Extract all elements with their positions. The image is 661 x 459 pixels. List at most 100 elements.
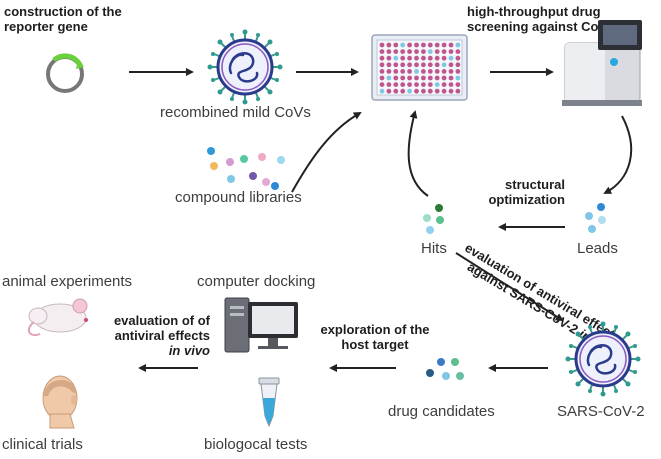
plate-well bbox=[379, 75, 385, 81]
plate-well bbox=[414, 69, 419, 74]
plate-well bbox=[414, 55, 419, 61]
plate-well bbox=[427, 88, 433, 94]
plate-well bbox=[434, 82, 440, 87]
plate-well bbox=[400, 82, 406, 87]
plate-well bbox=[407, 75, 412, 81]
plate-well bbox=[386, 62, 392, 68]
hits-label: Hits bbox=[421, 240, 447, 257]
plate-well bbox=[407, 69, 412, 74]
plate-well bbox=[448, 62, 454, 68]
plate-well bbox=[379, 82, 385, 87]
plate-well bbox=[434, 69, 440, 74]
hts-screening-title: high-throughput drug screening against C… bbox=[467, 4, 608, 34]
plate-well bbox=[427, 69, 433, 74]
plate-well bbox=[448, 82, 454, 87]
plate-well bbox=[421, 75, 426, 81]
plate-well bbox=[448, 75, 454, 81]
plate-well bbox=[407, 42, 412, 48]
plate-well bbox=[441, 88, 447, 94]
plate-well bbox=[455, 42, 461, 48]
arrow-compounds-to-plate bbox=[291, 112, 362, 193]
biological-tests-label: biologocal tests bbox=[204, 436, 308, 453]
plate-well bbox=[441, 49, 447, 54]
plate-well bbox=[427, 75, 433, 81]
plate-well bbox=[393, 49, 399, 54]
plate-well bbox=[393, 88, 399, 94]
plate-well bbox=[414, 42, 419, 48]
molecule-dots-icon bbox=[207, 147, 285, 190]
plate-well bbox=[421, 55, 426, 61]
plate-well bbox=[448, 69, 454, 74]
plate-well bbox=[434, 49, 440, 54]
virus-icon bbox=[206, 28, 284, 106]
plate-well bbox=[407, 55, 412, 61]
arrow-hits-to-plate bbox=[407, 110, 429, 197]
sars-cov2-label: SARS-CoV-2 bbox=[557, 403, 645, 420]
plate-well bbox=[400, 49, 406, 54]
plate-well bbox=[441, 42, 447, 48]
plate-well bbox=[421, 42, 426, 48]
plate-well bbox=[393, 62, 399, 68]
drug-candidates-icon bbox=[426, 358, 464, 380]
plate-well bbox=[441, 62, 447, 68]
arrow-machine-to-leads bbox=[603, 115, 632, 194]
plate-well bbox=[455, 88, 461, 94]
plate-well bbox=[407, 62, 412, 68]
computer-icon bbox=[224, 297, 298, 353]
plate-well bbox=[386, 55, 392, 61]
plate-well bbox=[434, 55, 440, 61]
plate-well bbox=[434, 88, 440, 94]
plate-well bbox=[386, 69, 392, 74]
host-target-label: exploration of the host target bbox=[320, 322, 430, 352]
plate-well bbox=[455, 82, 461, 87]
leads-label: Leads bbox=[577, 240, 618, 257]
plate-well bbox=[393, 55, 399, 61]
plate-well bbox=[414, 49, 419, 54]
screening-machine-icon bbox=[562, 20, 642, 106]
plate-well bbox=[448, 49, 454, 54]
plate-well bbox=[386, 88, 392, 94]
plate-well bbox=[386, 49, 392, 54]
eval-in-vivo-text: evaluation of of antiviral effects bbox=[113, 313, 210, 343]
plate-well bbox=[407, 82, 412, 87]
plate-well bbox=[386, 82, 392, 87]
plate-well bbox=[379, 42, 385, 48]
plate-well bbox=[407, 88, 412, 94]
human-head-icon bbox=[42, 375, 78, 429]
plate-well bbox=[379, 49, 385, 54]
well-plate-icon bbox=[371, 34, 468, 101]
in-vivo-italic: in vivo bbox=[168, 343, 210, 358]
plate-well bbox=[421, 62, 426, 68]
plate-well bbox=[455, 62, 461, 68]
plate-well bbox=[448, 88, 454, 94]
plate-well bbox=[441, 82, 447, 87]
reporter-gene-title: construction of the reporter gene bbox=[4, 4, 122, 34]
plate-well bbox=[455, 49, 461, 54]
plate-well bbox=[393, 69, 399, 74]
plasmid-icon bbox=[46, 53, 84, 93]
plate-well bbox=[434, 75, 440, 81]
plate-well bbox=[386, 42, 392, 48]
plate-well bbox=[421, 88, 426, 94]
plate-well bbox=[441, 55, 447, 61]
arrow-hits-to-sars bbox=[455, 252, 564, 322]
plate-well bbox=[400, 62, 406, 68]
plate-well bbox=[441, 69, 447, 74]
plate-well bbox=[379, 55, 385, 61]
plate-well bbox=[427, 55, 433, 61]
animal-experiments-label: animal experiments bbox=[2, 273, 133, 290]
plate-well bbox=[448, 42, 454, 48]
plate-well bbox=[427, 82, 433, 87]
plate-well bbox=[421, 82, 426, 87]
plate-well bbox=[393, 75, 399, 81]
plate-well bbox=[393, 82, 399, 87]
structural-optimization-label: structural optimization bbox=[488, 177, 565, 207]
eval-in-vivo-label: evaluation of of antiviral effects in vi… bbox=[96, 313, 210, 358]
plate-well bbox=[448, 55, 454, 61]
recombined-covs-label: recombined mild CoVs bbox=[160, 104, 311, 121]
plate-well bbox=[414, 75, 419, 81]
plate-well bbox=[441, 75, 447, 81]
plate-well bbox=[455, 75, 461, 81]
plate-well bbox=[393, 42, 399, 48]
